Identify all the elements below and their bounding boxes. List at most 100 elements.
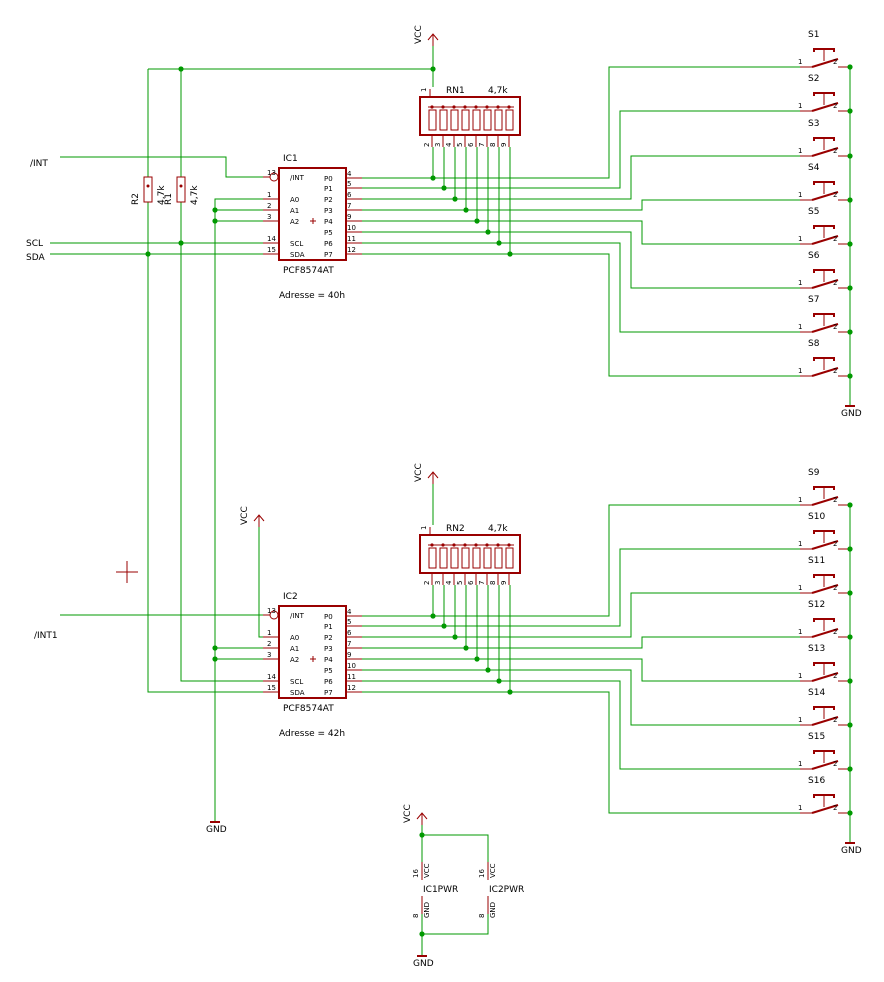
pullup-value: 4,7k <box>190 185 200 205</box>
rn-node <box>485 543 489 547</box>
ic-name: IC2 <box>283 592 298 602</box>
signal-int1: /INT1 <box>34 631 58 641</box>
ic-pin-num: 4 <box>347 170 352 178</box>
ic-pin-num: 5 <box>347 618 351 626</box>
ic-pin-name: P5 <box>324 229 333 237</box>
switch-lever <box>811 716 839 726</box>
port-wire <box>362 585 445 627</box>
ic-pin-name: P6 <box>324 678 333 686</box>
junction-dot <box>507 251 513 257</box>
ic-pin-name: /INT <box>290 174 305 182</box>
switch-pin: 1 <box>798 716 802 724</box>
junction-dot <box>212 218 218 224</box>
switch-wire <box>488 669 800 726</box>
switch-wire <box>477 220 800 245</box>
junction-dot <box>847 197 853 203</box>
junction-dot <box>145 251 151 257</box>
rn-resistor <box>450 547 459 569</box>
signal-int: /INT <box>30 159 48 169</box>
pwr-part-name: IC2PWR <box>489 885 524 895</box>
pwr-pin-num: 16 <box>412 869 420 878</box>
junction-dot <box>847 285 853 291</box>
rn-pin-num: 4 <box>445 580 453 585</box>
rn-pin-num: 9 <box>500 581 508 585</box>
int-wire <box>60 156 270 178</box>
ic-part: PCF8574AT <box>283 266 334 276</box>
junction-dot <box>463 645 469 651</box>
ic-pin-name: P2 <box>324 196 333 204</box>
rn-node <box>452 105 456 109</box>
switch-lever <box>811 147 839 157</box>
ic-pin-name: P3 <box>324 207 333 215</box>
junction-dot <box>847 108 853 114</box>
pullup-name: R2 <box>131 193 141 205</box>
sda-pullup <box>147 202 279 693</box>
switch-wire <box>466 636 800 649</box>
junction-dot <box>441 623 447 629</box>
port-wire <box>362 585 456 638</box>
ic-pin-num: 1 <box>267 629 271 637</box>
rn-resistor <box>439 547 448 569</box>
pwr-pin-name: VCC <box>489 863 497 878</box>
pullup-name: R1 <box>164 193 174 205</box>
junction-dot <box>496 678 502 684</box>
ic-address: Adresse = 42h <box>279 729 345 739</box>
origin-cross <box>310 656 316 662</box>
ic-pin-num: 11 <box>347 235 356 243</box>
switch-pin: 2 <box>833 716 837 724</box>
ic-pin-name: A0 <box>290 634 299 642</box>
switch-wire <box>455 155 800 200</box>
junction-dot <box>847 329 853 335</box>
rn-node <box>430 105 434 109</box>
switch-pin: 1 <box>798 323 802 331</box>
switch-name: S4 <box>808 163 820 173</box>
switch-name: S15 <box>808 732 825 742</box>
rn-resistor <box>483 547 492 569</box>
ic-pin-num: 9 <box>347 213 351 221</box>
junction-dot <box>441 185 447 191</box>
switch-wire <box>510 691 800 814</box>
ic-pin-name: P2 <box>324 634 333 642</box>
switch-name: S1 <box>808 30 819 40</box>
rn-resistor <box>505 109 514 131</box>
switch-lever <box>811 496 839 506</box>
vcc-label: VCC <box>403 804 413 823</box>
switch-pin: 1 <box>798 367 802 375</box>
switch-name: S2 <box>808 74 819 84</box>
switch-pin: 1 <box>798 628 802 636</box>
switch-pin: 1 <box>798 584 802 592</box>
switch-lever <box>811 58 839 68</box>
ic-name: IC1 <box>283 154 298 164</box>
rn-pin-num: 3 <box>434 143 442 147</box>
junction-dot <box>474 656 480 662</box>
pullup-origin <box>146 184 150 188</box>
switch-pin: 2 <box>833 804 837 812</box>
pullup-origin <box>179 184 183 188</box>
switch-pin: 1 <box>798 58 802 66</box>
gnd-label: GND <box>841 409 862 419</box>
switch-pin: 1 <box>798 540 802 548</box>
rn-resistor <box>461 109 470 131</box>
junction-dot <box>430 613 436 619</box>
junction-dot <box>430 175 436 181</box>
rn-pin-num: 6 <box>467 580 475 585</box>
port-wire <box>362 147 445 189</box>
junction-dot <box>496 240 502 246</box>
pwr-pin-name: VCC <box>423 863 431 878</box>
rn-resistor <box>494 109 503 131</box>
rn-node <box>474 105 478 109</box>
ic-pin-num: 7 <box>347 640 351 648</box>
switch-pin: 2 <box>833 628 837 636</box>
ic-pin-name: SDA <box>290 689 305 697</box>
rn-pin-num: 8 <box>489 143 497 147</box>
rn-node <box>463 105 467 109</box>
ic-pin-name: SDA <box>290 251 305 259</box>
switch-lever <box>811 628 839 638</box>
switch-pin: 1 <box>798 147 802 155</box>
junction-dot <box>847 766 853 772</box>
junction-dot <box>847 373 853 379</box>
switch-lever <box>811 191 839 201</box>
switch-name: S14 <box>808 688 825 698</box>
switch-pin: 2 <box>833 323 837 331</box>
ic-pin-name: P1 <box>324 623 333 631</box>
